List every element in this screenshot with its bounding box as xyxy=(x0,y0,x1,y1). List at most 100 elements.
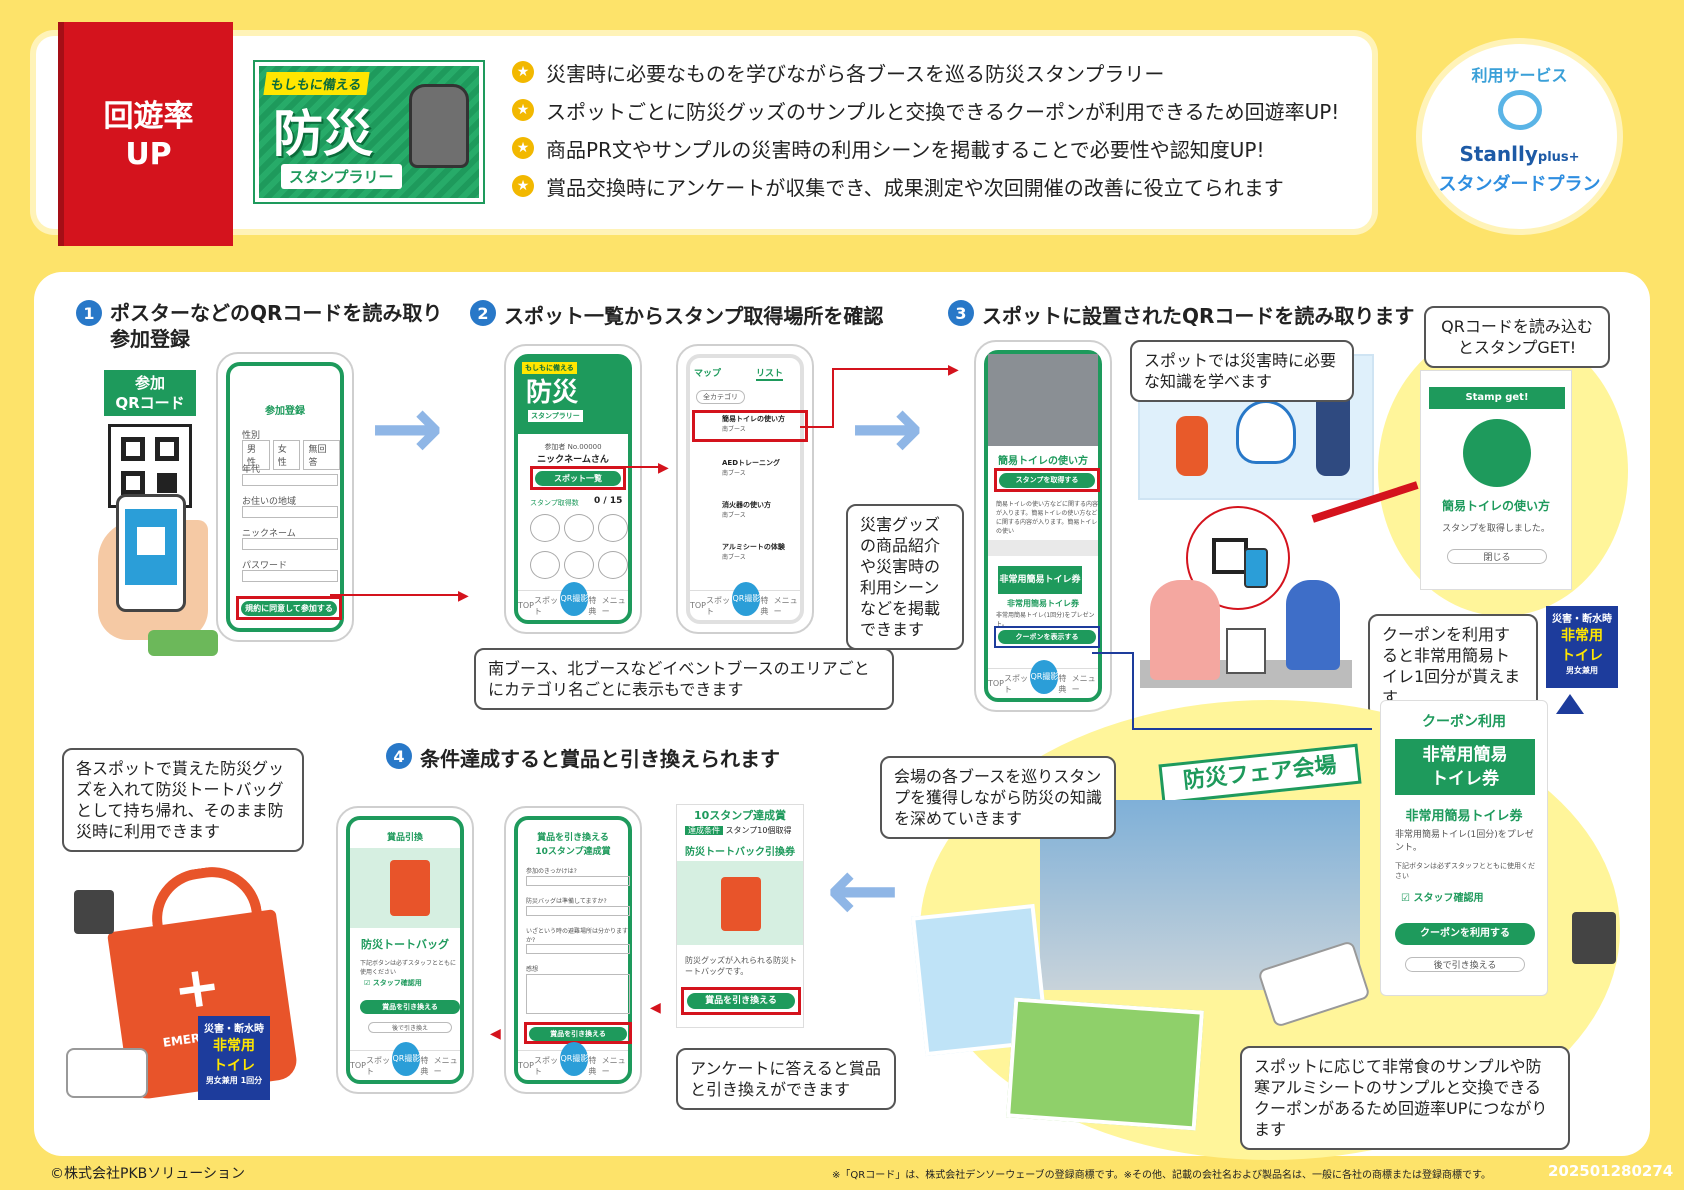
learn-callout: スポットでは災害時に必要な知識を学べます xyxy=(1130,340,1354,402)
submit-highlight: 規約に同意して参加する xyxy=(236,596,342,620)
stamp-slot xyxy=(598,551,628,579)
toilet-product-package: 災害・断水時 非常用 トイレ 男女兼用 xyxy=(1546,606,1618,688)
nickname-field[interactable] xyxy=(242,538,338,550)
later-button[interactable]: 後で引き換える xyxy=(1405,957,1525,972)
password-field[interactable] xyxy=(242,570,338,582)
survey-phone: 賞品を引き換える 10スタンプ達成賞 参加のきっかけは? 防災バッグは準備してま… xyxy=(504,806,642,1094)
wet-wipes-icon xyxy=(66,1048,148,1098)
registration-title: 参加登録 xyxy=(265,406,305,417)
qr-code-icon xyxy=(1212,538,1248,574)
badge-line2: UP xyxy=(125,137,172,172)
list-item[interactable]: AEDトレーニング南ブース xyxy=(722,459,781,477)
close-button[interactable]: 閉じる xyxy=(1447,549,1547,564)
qr-scan-button[interactable]: QR撮影 xyxy=(560,1041,589,1076)
visitor-figure xyxy=(1150,580,1220,680)
batteries-icon xyxy=(74,890,114,934)
list-item[interactable]: アルミシートの体験南ブース xyxy=(722,543,785,561)
prize-exchange-phone: 賞品引換 防災トートバッグ 下記ボタンは必ずスタッフとともに使用ください ☑ ス… xyxy=(336,806,474,1094)
stamp-slot xyxy=(564,514,594,542)
qr-scan-button[interactable]: QR撮影 xyxy=(1030,659,1059,694)
document-id: 202501280274 xyxy=(1548,1162,1674,1180)
smartphone-icon xyxy=(1244,548,1268,588)
show-coupon-button[interactable]: クーポンを表示する xyxy=(998,630,1096,644)
service-badge: 利用サービス Stanllyplus+ スタンダードプラン xyxy=(1422,44,1617,229)
spot-list-highlight: スポット一覧 xyxy=(530,466,626,490)
later-button[interactable]: 後で引き換え xyxy=(368,1022,452,1033)
get-stamp-button[interactable]: スタンプを取得する xyxy=(999,473,1095,488)
venue-callout: 会場の各ブースを巡りスタンプを獲得しながら防災の知識を深めていきます xyxy=(880,756,1116,839)
tab-list[interactable]: リスト xyxy=(756,366,784,381)
arrow-left-icon: ← xyxy=(826,838,900,941)
arrow-left-icon: ◀ xyxy=(490,1026,501,1042)
registration-phone: 参加登録 性別 男性 女性 無回答 年代 お住いの地域 ニックネーム パスワード… xyxy=(216,352,354,642)
qr-zoom-circle xyxy=(1186,506,1290,610)
survey-select[interactable] xyxy=(526,876,630,886)
flow-line-red xyxy=(800,426,834,428)
logo-tag: もしもに備える xyxy=(263,72,370,95)
exchange-highlight: 賞品を引き換える xyxy=(681,987,801,1015)
top-phone: もしもに備える 防災 スタンプラリー 参加者 No.00000 ニックネームさん… xyxy=(504,344,642,634)
stamp-get-banner: Stamp get! xyxy=(1429,387,1565,409)
goods-callout: 災害グッズの商品紹介や災害時の利用シーンなどを掲載できます xyxy=(846,504,964,650)
use-coupon-button[interactable]: クーポンを利用する xyxy=(1395,923,1535,945)
exchange-prize-button[interactable]: 賞品を引き換える xyxy=(360,1000,460,1014)
tote-bag-image xyxy=(677,861,803,945)
survey-select[interactable] xyxy=(526,906,630,916)
arrow-right-icon: ▶ xyxy=(948,362,959,378)
step1-heading: 1 ポスターなどのQRコードを読み取り参加登録 xyxy=(76,300,446,352)
qr-scan-button[interactable]: QR撮影 xyxy=(732,581,761,616)
flow-line-red xyxy=(832,370,834,428)
agree-submit-button[interactable]: 規約に同意して参加する xyxy=(241,601,337,616)
flow-line-red xyxy=(330,594,464,596)
stamp-grid xyxy=(530,514,628,584)
bag-callout: 各スポットで貰えた防災グッズを入れて防災トートバッグとして持ち帰れ、そのまま防災… xyxy=(62,748,304,852)
service-plan: スタンダードプラン xyxy=(1438,174,1601,195)
staff-check[interactable]: ☑ スタッフ確認用 xyxy=(364,979,422,987)
toilet-photo xyxy=(988,354,1098,446)
comment-textarea[interactable] xyxy=(526,974,630,1014)
star-icon: ★ xyxy=(512,99,534,121)
region-select[interactable] xyxy=(242,506,338,518)
list-item[interactable]: 簡易トイレの使い方南ブース xyxy=(722,415,785,433)
copyright: ©株式会社PKBソリューション xyxy=(50,1166,245,1182)
feature-bullet: ★商品PR文やサンプルの災害時の利用シーンを掲載することで必要性や認知度UP! xyxy=(512,130,1264,166)
service-label: 利用サービス xyxy=(1471,66,1568,85)
survey-submit-button[interactable]: 賞品を引き換える xyxy=(529,1027,627,1041)
flow-line-blue xyxy=(1092,652,1134,654)
age-select[interactable] xyxy=(242,474,338,486)
staff-check[interactable]: ☑ スタッフ確認用 xyxy=(1401,893,1484,904)
flow-line-red xyxy=(622,466,662,468)
flow-line-blue xyxy=(1132,728,1372,730)
gender-options[interactable]: 男性 女性 無回答 xyxy=(242,440,340,470)
qr-scan-button[interactable]: QR撮影 xyxy=(560,581,589,616)
roi-badge: 回遊率 UP xyxy=(58,22,233,246)
survey-submit-highlight: 賞品を引き換える xyxy=(524,1022,632,1044)
survey-select[interactable] xyxy=(526,944,630,954)
spot-detail-phone: 簡易トイレの使い方 スタンプを取得する 簡易トイレの使い方などに関する内容が入り… xyxy=(974,340,1112,712)
trademark-note: ※「QRコード」は、株式会社デンソーウェーブの登録商標です。※その他、記載の会社… xyxy=(832,1170,1491,1181)
logo-subtitle: スタンプラリー xyxy=(281,164,402,189)
category-select[interactable]: 全カテゴリ xyxy=(696,390,745,404)
toilet-stamp-icon xyxy=(1463,419,1531,487)
aed-training-photo xyxy=(1006,997,1204,1131)
toilet-icon xyxy=(1236,400,1296,464)
stamp-slot xyxy=(564,551,594,579)
cross-icon: + xyxy=(169,952,225,1024)
coupon-ticket: 非常用簡易トイレ券 xyxy=(1395,739,1535,795)
arrow-right-icon: ▶ xyxy=(658,460,669,476)
top-logo-banner: もしもに備える 防災 スタンプラリー xyxy=(518,358,628,434)
sample-callout: スポットに応じて非常食のサンプルや防寒アルミシートのサンプルと交換できるクーポン… xyxy=(1240,1046,1570,1150)
qr-scan-button[interactable]: QR撮影 xyxy=(392,1041,421,1076)
spot-list-button[interactable]: スポット一覧 xyxy=(535,471,621,486)
list-item[interactable]: 消火器の使い方南ブース xyxy=(722,501,771,519)
tab-map[interactable]: マップ xyxy=(694,369,722,379)
coupon-use-card: クーポン利用 非常用簡易トイレ券 非常用簡易トイレ券 非常用簡易トイレ(1回分)… xyxy=(1380,700,1548,996)
sleeve-illustration xyxy=(148,630,218,656)
smartphone-icon xyxy=(116,494,186,612)
exchange-prize-button[interactable]: 賞品を引き換える xyxy=(687,993,795,1009)
